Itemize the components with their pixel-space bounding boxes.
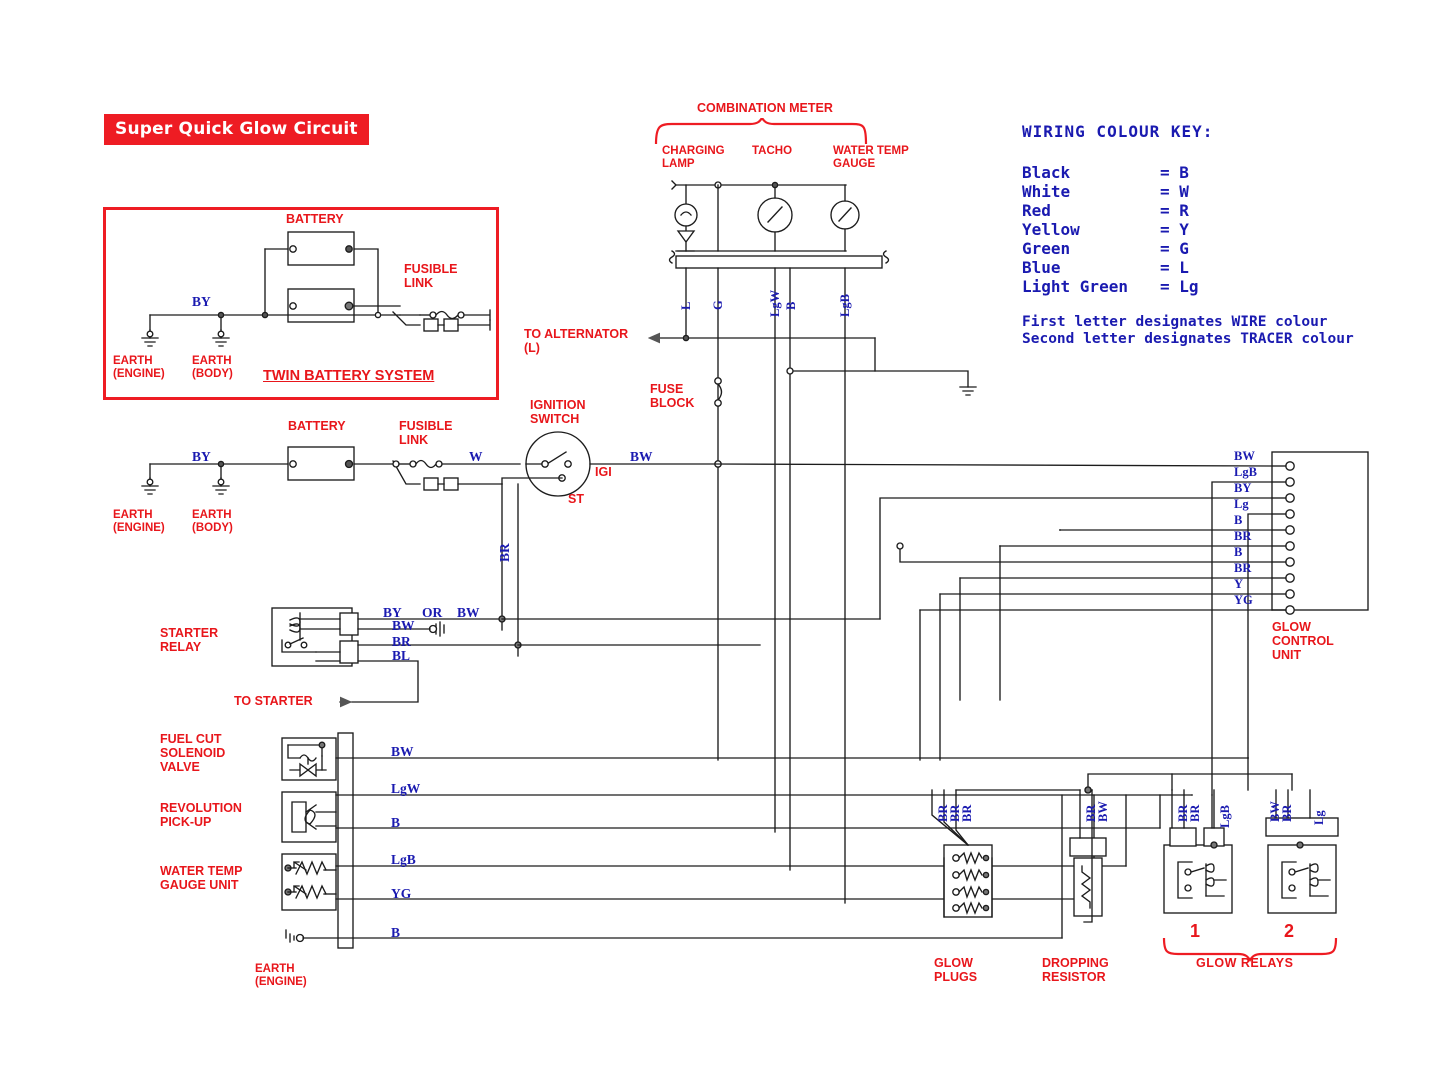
starter-relay-wire-br: BR [392, 634, 411, 649]
ignition-wire-bw: BW [630, 449, 653, 464]
gcu-pin-6-br: BR [1234, 529, 1252, 543]
to-starter-label: TO STARTER [234, 694, 313, 708]
main-wire-by: BY [192, 449, 211, 464]
main-battery-label: BATTERY [288, 419, 346, 433]
glow-relay-1-number: 1 [1190, 921, 1201, 941]
colour-key-name-red: Red [1022, 201, 1051, 220]
colour-key-code-red: = R [1160, 201, 1189, 220]
colour-key-code-white: = W [1160, 182, 1189, 201]
colour-key-name-black: Black [1022, 163, 1071, 182]
revolution-pickup-label: REVOLUTION PICK-UP [160, 801, 242, 829]
starter-relay-wire-by: BY [383, 605, 402, 620]
colour-key-name-yellow: Yellow [1022, 220, 1080, 239]
gcu-pin-3-by: BY [1234, 481, 1252, 495]
colour-key-code-light-green: = Lg [1160, 277, 1199, 296]
glow-plug-wire-br-3: BR [960, 804, 974, 822]
meter-wire-l: L [679, 301, 693, 310]
gcu-pin-8-br: BR [1234, 561, 1252, 575]
gcu-pin-10-yg: YG [1234, 593, 1253, 607]
colour-key-code-black: = B [1160, 163, 1189, 182]
water-temp-gauge-unit-label: WATER TEMP GAUGE UNIT [160, 864, 243, 892]
twin-fusible-link-label: FUSIBLE LINK [404, 262, 458, 290]
left-bus-wire-bw: BW [391, 744, 414, 759]
ignition-terminal-igi: IGI [595, 465, 612, 479]
dropping-resistor-wire-bw: BW [1096, 801, 1110, 822]
glow-plugs-label: GLOW PLUGS [934, 956, 978, 984]
left-bus-wire-lgb: LgB [391, 852, 416, 867]
meter-wire-b: B [784, 301, 798, 310]
starter-relay-wire-bw-top: BW [457, 605, 480, 620]
glow-relay-1-wire-lgb: LgB [1218, 805, 1232, 828]
left-bus-wire-b-1: B [391, 815, 401, 830]
gcu-pin-2-lgb: LgB [1234, 465, 1257, 479]
to-alternator-label: TO ALTERNATOR (L) [524, 327, 629, 355]
left-bus-wire-b-2: B [391, 925, 401, 940]
colour-key-note-second: Second letter designates TRACER colour [1022, 331, 1354, 347]
colour-key-code-yellow: = Y [1160, 220, 1189, 239]
ignition-wire-br: BR [497, 543, 512, 562]
glow-relays-label: GLOW RELAYS [1196, 956, 1294, 970]
combination-meter-item-charging-lamp: CHARGING LAMP [662, 145, 725, 170]
left-earth-engine-label: EARTH (ENGINE) [255, 963, 307, 988]
twin-wire-by: BY [192, 294, 211, 309]
left-bus-wire-yg: YG [391, 886, 412, 901]
combination-meter-item-tacho: TACHO [752, 145, 793, 157]
combination-meter-bracket [654, 118, 868, 144]
fuse-block-label: FUSE BLOCK [650, 382, 695, 410]
glow-relay-2-wire-br: BR [1280, 804, 1294, 822]
ignition-switch-label: IGNITION SWITCH [530, 398, 586, 426]
gcu-pin-1-bw: BW [1234, 449, 1255, 463]
glow-relays-bracket [1162, 938, 1338, 962]
gcu-pin-9-y: Y [1234, 577, 1244, 591]
twin-earth-body-label: EARTH (BODY) [192, 355, 233, 380]
colour-key-note-first: First letter designates WIRE colour [1022, 314, 1328, 330]
starter-relay-wire-bl: BL [392, 648, 411, 663]
glow-relay-1-wire-br-2: BR [1188, 804, 1202, 822]
colour-key-name-green: Green [1022, 239, 1071, 258]
twin-battery-label: BATTERY [286, 212, 344, 226]
fuel-cut-solenoid-valve-label: FUEL CUT SOLENOID VALVE [160, 732, 226, 774]
colour-key-code-blue: = L [1160, 258, 1189, 277]
combination-meter-item-water-temp-gauge: WATER TEMP GAUGE [833, 145, 909, 170]
colour-key-name-light-green: Light Green [1022, 277, 1128, 296]
meter-wire-lgb: LgB [838, 294, 852, 317]
dropping-resistor-label: DROPPING RESISTOR [1042, 956, 1109, 984]
twin-battery-system-title: TWIN BATTERY SYSTEM [263, 368, 435, 384]
main-earth-body-label: EARTH (BODY) [192, 509, 233, 534]
colour-key-code-green: = G [1160, 239, 1189, 258]
main-wire-w: W [469, 449, 483, 464]
twin-battery-panel-frame [103, 207, 499, 400]
meter-wire-g: G [711, 300, 725, 310]
colour-key-name-white: White [1022, 182, 1071, 201]
main-earth-engine-label: EARTH (ENGINE) [113, 509, 165, 534]
colour-key-name-blue: Blue [1022, 258, 1061, 277]
starter-relay-label: STARTER RELAY [160, 626, 219, 654]
meter-wire-lgw: LgW [768, 289, 782, 317]
glow-relay-2-wire-lg: Lg [1312, 810, 1326, 825]
gcu-pin-7-b: B [1234, 545, 1243, 559]
glow-relay-2-number: 2 [1284, 921, 1295, 941]
page-title: Super Quick Glow Circuit [104, 114, 369, 145]
starter-relay-wire-bw: BW [392, 618, 415, 633]
starter-relay-wire-or: OR [422, 605, 443, 620]
ignition-terminal-st: ST [568, 492, 584, 506]
gcu-pin-4-lg: Lg [1234, 497, 1249, 511]
colour-key-heading: WIRING COLOUR KEY: [1022, 122, 1214, 141]
glow-control-unit-label: GLOW CONTROL UNIT [1272, 620, 1334, 662]
left-bus-wire-lgw: LgW [391, 781, 421, 796]
main-fusible-link-label: FUSIBLE LINK [399, 419, 453, 447]
combination-meter-title: COMBINATION METER [697, 101, 833, 115]
twin-earth-engine-label: EARTH (ENGINE) [113, 355, 165, 380]
gcu-pin-5-b: B [1234, 513, 1243, 527]
